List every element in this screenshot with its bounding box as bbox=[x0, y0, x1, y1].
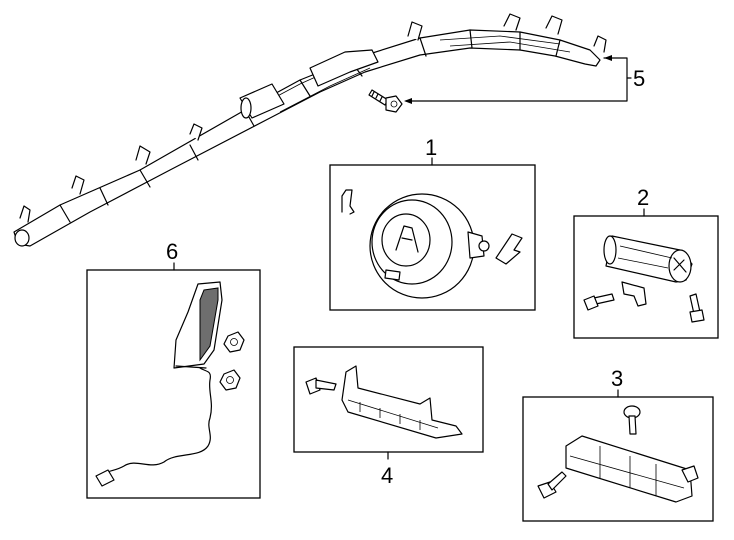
inflator-bolt-left bbox=[583, 293, 615, 311]
curtain-bolt bbox=[368, 89, 403, 113]
wire-clip-right bbox=[495, 233, 523, 265]
callout-4: 4 bbox=[381, 463, 393, 488]
leader-5 bbox=[405, 57, 628, 102]
arrow-5b bbox=[404, 98, 412, 104]
knee-bolt-top bbox=[623, 405, 641, 435]
driver-airbag-module bbox=[369, 193, 490, 299]
callout-2: 2 bbox=[637, 185, 649, 210]
side-airbag-nut-upper bbox=[223, 331, 245, 353]
arrow-5a bbox=[604, 55, 612, 61]
curtain-airbag bbox=[13, 13, 607, 247]
callout-3: 3 bbox=[611, 366, 623, 391]
box-2 bbox=[573, 215, 719, 339]
callout-6: 6 bbox=[166, 239, 178, 264]
side-airbag-module bbox=[173, 281, 223, 369]
callout-1: 1 bbox=[425, 135, 437, 160]
callout-5: 5 bbox=[633, 66, 645, 91]
wire-clip-left bbox=[341, 189, 355, 215]
bracket-bolt bbox=[305, 377, 337, 395]
knee-bolt-left bbox=[537, 471, 567, 499]
passenger-inflator bbox=[603, 235, 693, 307]
side-airbag-wire bbox=[99, 367, 213, 479]
side-airbag-nut-lower bbox=[219, 369, 241, 391]
knee-airbag-module bbox=[565, 435, 699, 503]
inflator-bolt-right bbox=[689, 293, 705, 323]
airbag-bracket bbox=[341, 365, 463, 439]
wire-connector bbox=[95, 469, 115, 487]
